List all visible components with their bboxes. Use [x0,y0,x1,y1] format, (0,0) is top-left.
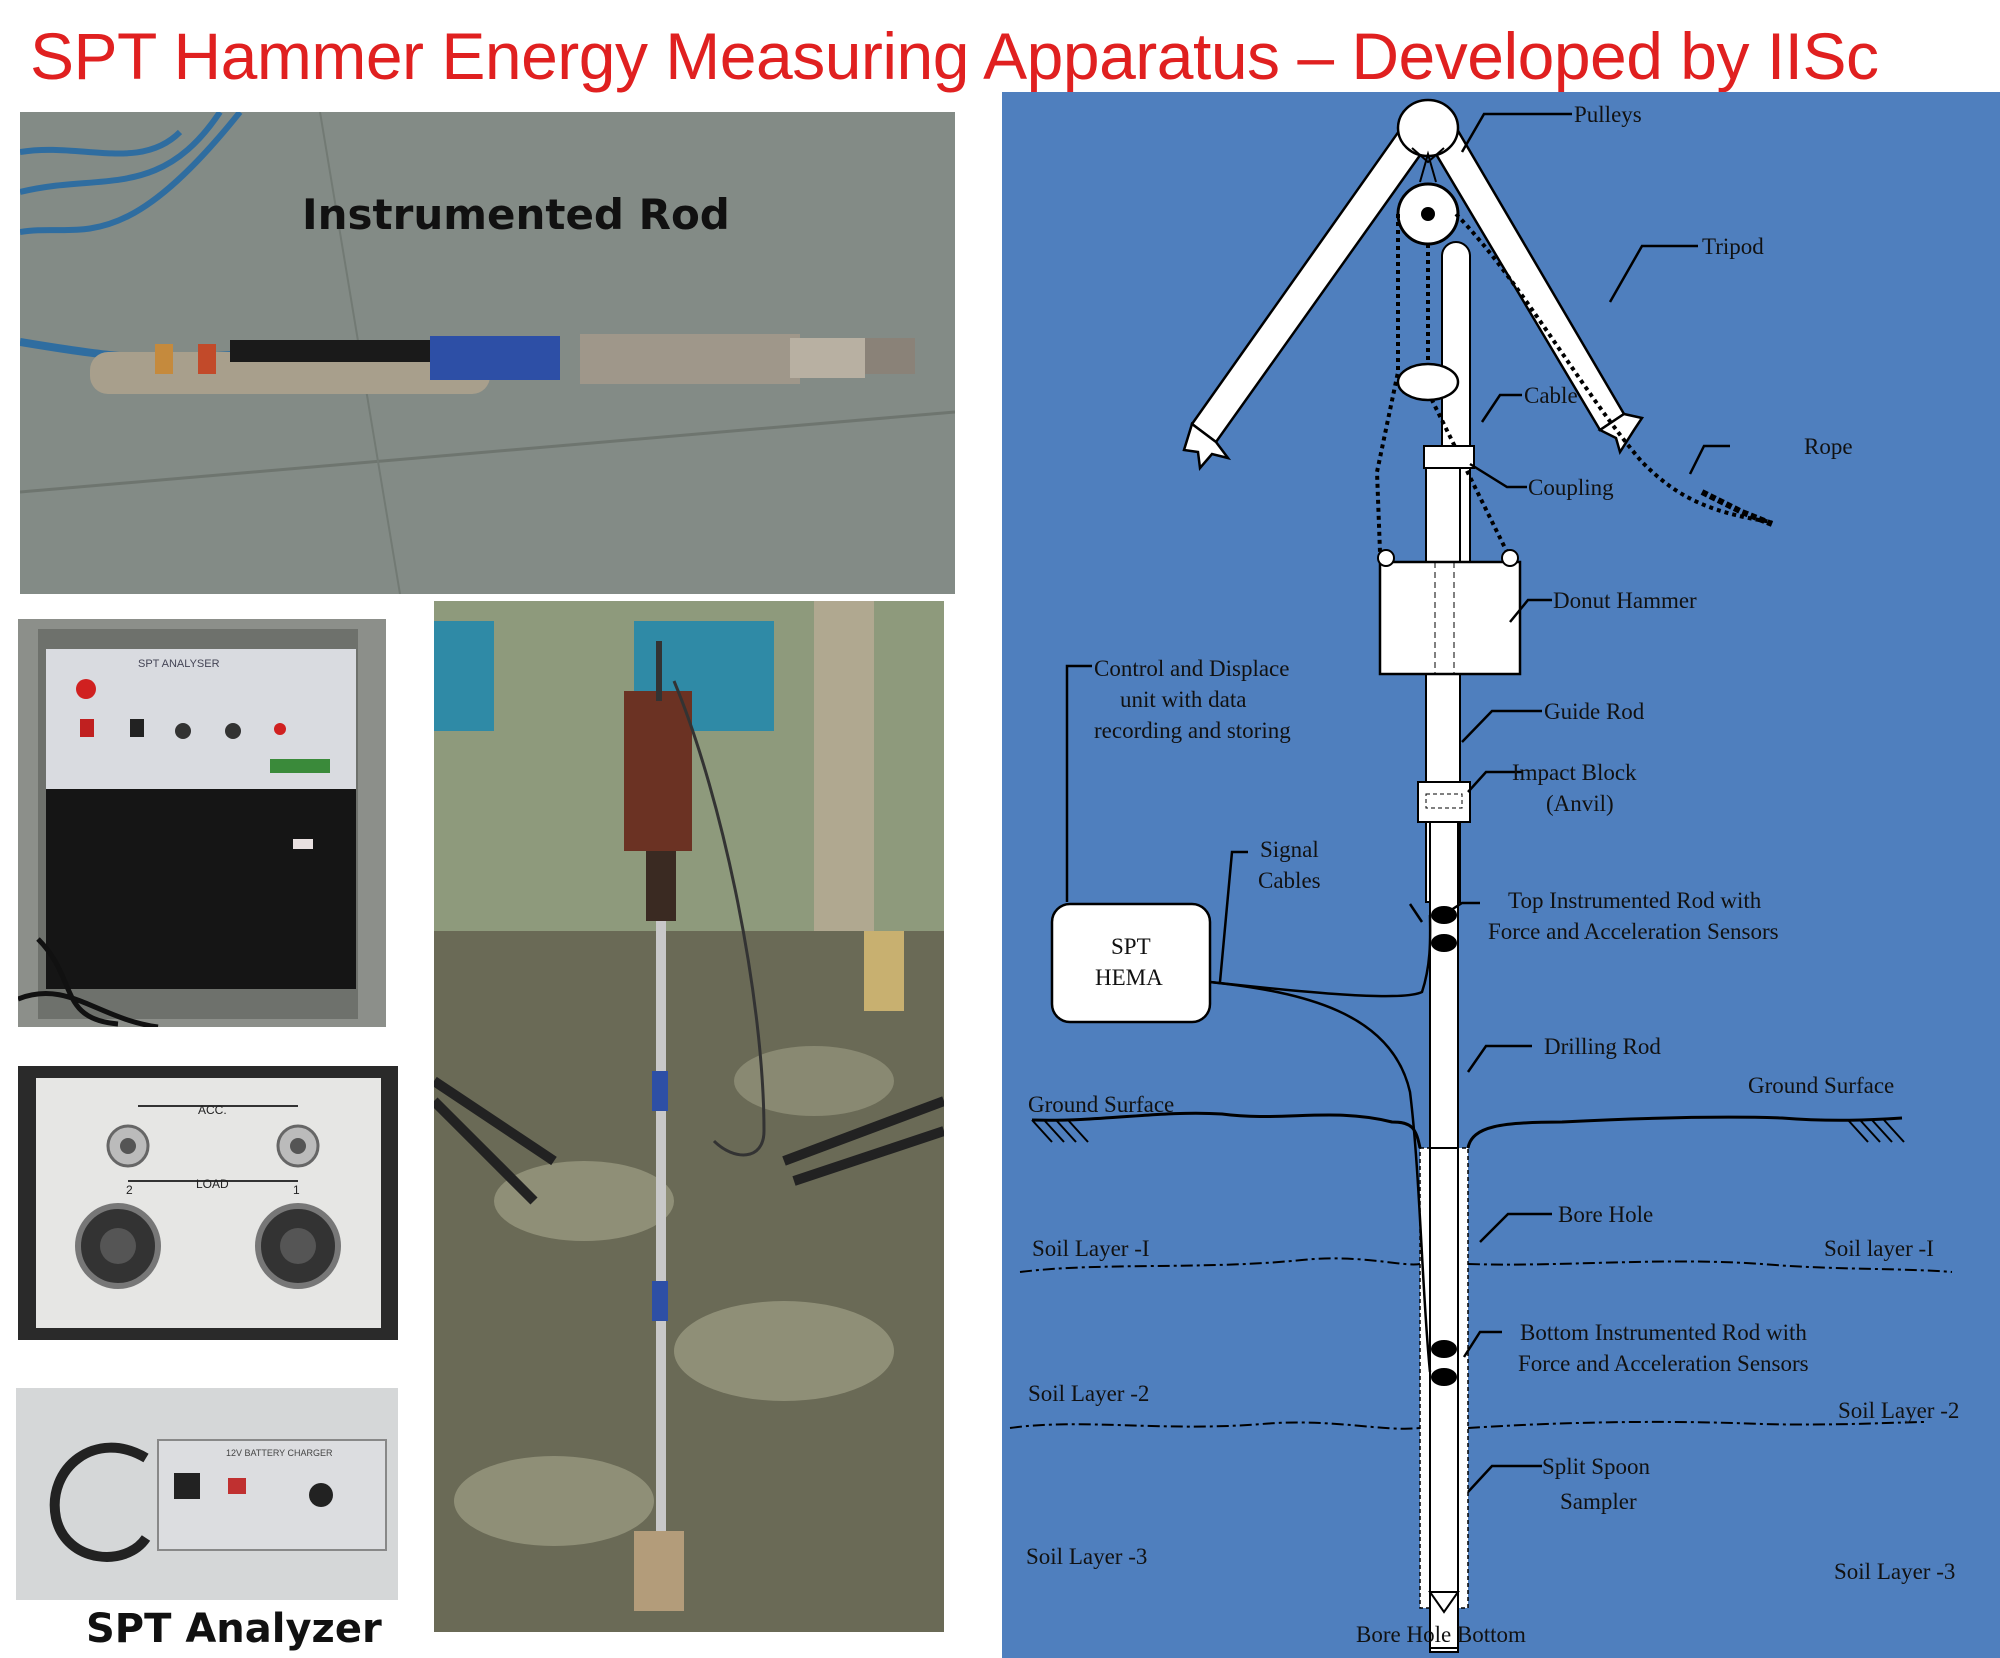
label-coupling: Coupling [1528,475,1614,500]
label-control-1: Control and Displace [1094,656,1289,681]
tripod [1182,122,1645,471]
analyzer-box-photo: SPT ANALYSER [18,619,386,1027]
label-bore-bottom: Bore Hole Bottom [1356,1622,1526,1647]
label-ground-right: Ground Surface [1748,1073,1894,1098]
label-bore-hole: Bore Hole [1558,1202,1653,1227]
spt-analyzer-caption: SPT Analyzer [86,1606,382,1652]
spt-hema-label-2: HEMA [1095,965,1163,990]
bottom-acceleration-sensor [1431,1368,1457,1386]
label-soil3-left: Soil Layer -3 [1026,1544,1147,1569]
label-ground-left: Ground Surface [1028,1092,1174,1117]
label-soil1-left: Soil Layer -I [1032,1236,1150,1261]
charger-label: 12V BATTERY CHARGER [226,1448,333,1458]
label-soil2-left: Soil Layer -2 [1028,1381,1149,1406]
port-2-label: 2 [126,1183,133,1197]
label-split-spoon-1: Split Spoon [1542,1454,1651,1479]
instrumented-rod-photo [20,112,955,594]
label-bottom-rod-1: Bottom Instrumented Rod with [1520,1320,1807,1345]
signal-cable-bottom [1209,980,1432,1373]
acc-label: ACC. [198,1103,227,1117]
label-impact-block-1: Impact Block [1512,760,1637,785]
label-soil2-right: Soil Layer -2 [1838,1398,1959,1423]
page-title: SPT Hammer Energy Measuring Apparatus – … [30,19,1879,93]
label-split-spoon-2: Sampler [1560,1489,1637,1514]
label-guide-rod: Guide Rod [1544,699,1645,724]
coupling [1423,445,1475,469]
spt-apparatus-diagram: SPT HEMA P [1002,92,2000,1658]
load-label: LOAD [196,1177,229,1191]
instrumented-rod-caption: Instrumented Rod [302,190,730,239]
label-pulleys: Pulleys [1574,102,1642,127]
rope [1454,212,1773,524]
label-soil1-right: Soil layer -I [1824,1236,1934,1261]
soil-layer-2-boundary [1009,1420,1928,1430]
label-soil3-right: Soil Layer -3 [1834,1559,1955,1584]
ground-surface [1031,1111,1903,1149]
soil-layer-1-boundary [1019,1257,1953,1273]
label-rope: Rope [1804,434,1853,459]
label-cable: Cable [1524,383,1578,408]
donut-hammer [1378,560,1522,676]
lifting-eye [1396,362,1460,402]
analyzer-header: SPT ANALYSER [138,658,220,670]
impact-block [1417,781,1471,823]
label-signal-2: Cables [1258,868,1321,893]
label-control-3: recording and storing [1094,718,1291,743]
pulley-housing [1396,98,1460,158]
label-top-rod-1: Top Instrumented Rod with [1508,888,1762,913]
label-top-rod-2: Force and Acceleration Sensors [1488,919,1779,944]
label-tripod: Tripod [1702,234,1764,259]
bottom-force-sensor [1431,1340,1457,1358]
label-drilling-rod: Drilling Rod [1544,1034,1661,1059]
top-acceleration-sensor [1431,934,1457,952]
label-donut-hammer: Donut Hammer [1553,588,1697,613]
label-bottom-rod-2: Force and Acceleration Sensors [1518,1351,1809,1376]
spt-hema-box [1050,902,1212,1024]
port-1-label: 1 [293,1183,300,1197]
connector-panel-photo: ACC. LOAD 2 1 [18,1066,398,1340]
spt-hema-label-1: SPT [1111,934,1151,959]
label-impact-block-2: (Anvil) [1546,791,1614,816]
charger-photo: 12V BATTERY CHARGER [16,1388,398,1600]
field-setup-photo [434,601,944,1632]
label-signal-1: Signal [1260,837,1319,862]
label-control-2: unit with data [1120,687,1246,712]
signal-cable-top [1209,914,1432,998]
